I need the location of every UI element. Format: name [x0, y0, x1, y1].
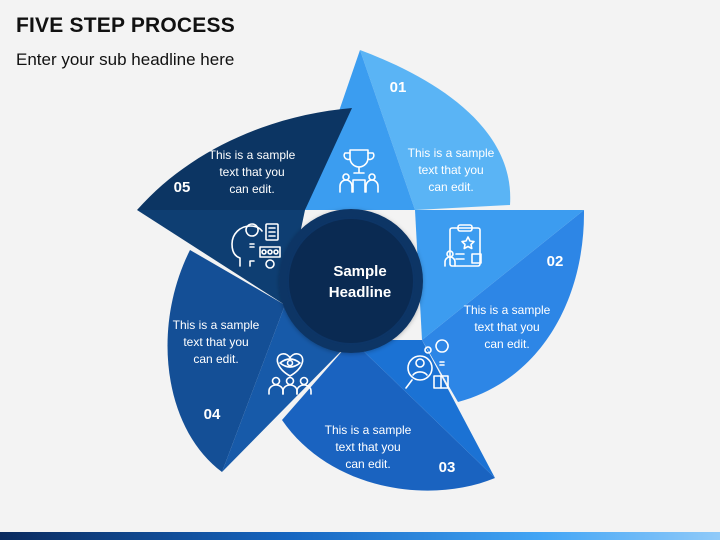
step-3-text-line3: can edit.: [345, 457, 390, 471]
step-2-text-line1: This is a sample: [464, 303, 551, 317]
step-5-segment: [137, 108, 352, 305]
step-1-text-line1: This is a sample: [408, 146, 495, 160]
step-3-number: 03: [439, 459, 456, 476]
page-subtitle: Enter your sub headline here: [16, 50, 235, 69]
step-4-text-line1: This is a sample: [173, 318, 260, 332]
step-4-text-line3: can edit.: [193, 352, 238, 366]
step-5-text-line1: This is a sample: [209, 148, 296, 162]
center-headline-line1: Sample: [333, 263, 386, 280]
brainstorm-icon: [231, 223, 281, 269]
step-1-text-line3: can edit.: [428, 180, 473, 194]
step-4-number: 04: [204, 406, 221, 423]
center-hub: Sample Headline: [279, 209, 423, 353]
step-1-text-line2: text that you: [418, 163, 483, 177]
step-3-text-line1: This is a sample: [325, 423, 412, 437]
step-4-text-line2: text that you: [183, 335, 248, 349]
clipboard-award-icon: [444, 224, 482, 267]
center-headline-line2: Headline: [329, 284, 392, 301]
vision-team-icon: [268, 353, 312, 395]
step-2-segment: [415, 210, 585, 402]
step-3-segment: [282, 340, 495, 491]
step-4-segment: [167, 250, 352, 472]
bottom-accent-bar: [0, 532, 720, 540]
step-2-number: 02: [547, 253, 564, 270]
step-3-text-line2: text that you: [335, 440, 400, 454]
step-5-text-line3: can edit.: [229, 182, 274, 196]
step-1-segment: [305, 50, 511, 210]
idea-search-icon: [405, 339, 449, 389]
trophy-team-icon: [339, 149, 379, 193]
step-2-text-line3: can edit.: [484, 337, 529, 351]
step-5-number: 05: [174, 179, 191, 196]
step-1-number: 01: [390, 79, 407, 96]
page-title: FIVE STEP PROCESS: [16, 14, 235, 37]
step-5-text-line2: text that you: [219, 165, 284, 179]
step-2-text-line2: text that you: [474, 320, 539, 334]
